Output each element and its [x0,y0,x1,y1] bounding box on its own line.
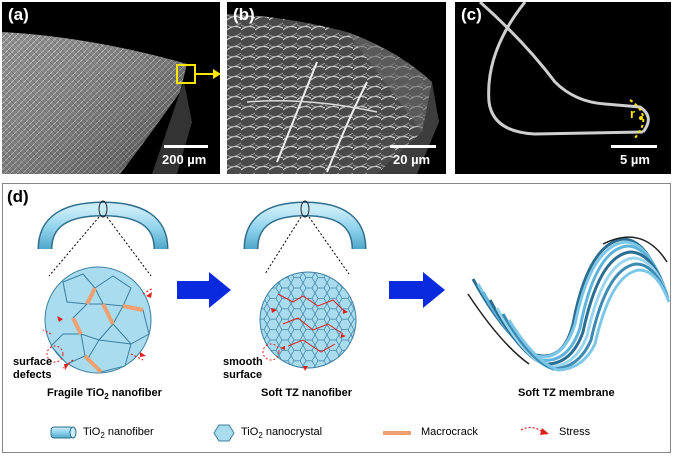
scale-bar-c [611,145,657,148]
panel-c-label: (c) [461,5,482,24]
scale-bar-a-label: 200 µm [162,152,207,167]
annot-smooth-surface-line1: smooth [223,356,263,368]
legend-stress-icon [520,426,549,435]
legend-nanofiber-icon [50,426,77,439]
caption-soft-membrane: Soft TZ membrane [518,387,615,399]
sem-image-c [479,2,650,141]
legend-stress-label: Stress [559,426,591,438]
sem-panel-c: (c) r 5 µm [455,2,671,174]
legend-nanocrystal-icon [213,424,235,442]
bent-nanofiber-2 [243,200,367,250]
panel-a-label: (a) [8,5,29,24]
sem-image-a [2,32,192,174]
zoom-box [176,64,196,84]
annot-surface-defects-line1: surface [13,356,53,368]
scale-bar-a [164,145,208,148]
legend-macrocrack-label: Macrocrack [421,426,478,438]
scale-bar-b-label: 20 µm [393,152,431,167]
legend-nanofiber-label: TiO2 nanofiber [83,426,154,441]
schematic-panel-d: (d) [2,183,671,453]
zoom-arrow-icon [195,69,220,79]
sem-panel-b: (b) 20 µm [227,2,446,174]
panel-d-label: (d) [7,187,29,206]
sem-image-b [227,14,439,174]
sem-panel-a: (a) 200 µm [2,2,220,174]
soft-membrane-drawing [467,236,671,372]
process-arrow-1 [177,272,231,308]
panel-b-label: (b) [233,5,255,24]
scale-bar-c-label: 5 µm [620,152,650,167]
annot-smooth-surface-line2: surface [223,369,263,381]
soft-cross-section [259,271,357,371]
scale-bar-b [390,145,436,148]
caption-soft-nanofiber: Soft TZ nanofiber [261,387,353,399]
annot-surface-defects-line2: defects [13,369,52,381]
schematic-drawing [37,200,671,442]
fragile-cross-section [42,266,154,374]
legend-nanocrystal-label: TiO2 nanocrystal [241,426,323,441]
caption-fragile-nanofiber: Fragile TiO2 nanofiber [47,387,162,402]
bent-nanofiber-1 [37,200,169,250]
radius-label: r [630,106,636,121]
process-arrow-2 [389,272,445,308]
